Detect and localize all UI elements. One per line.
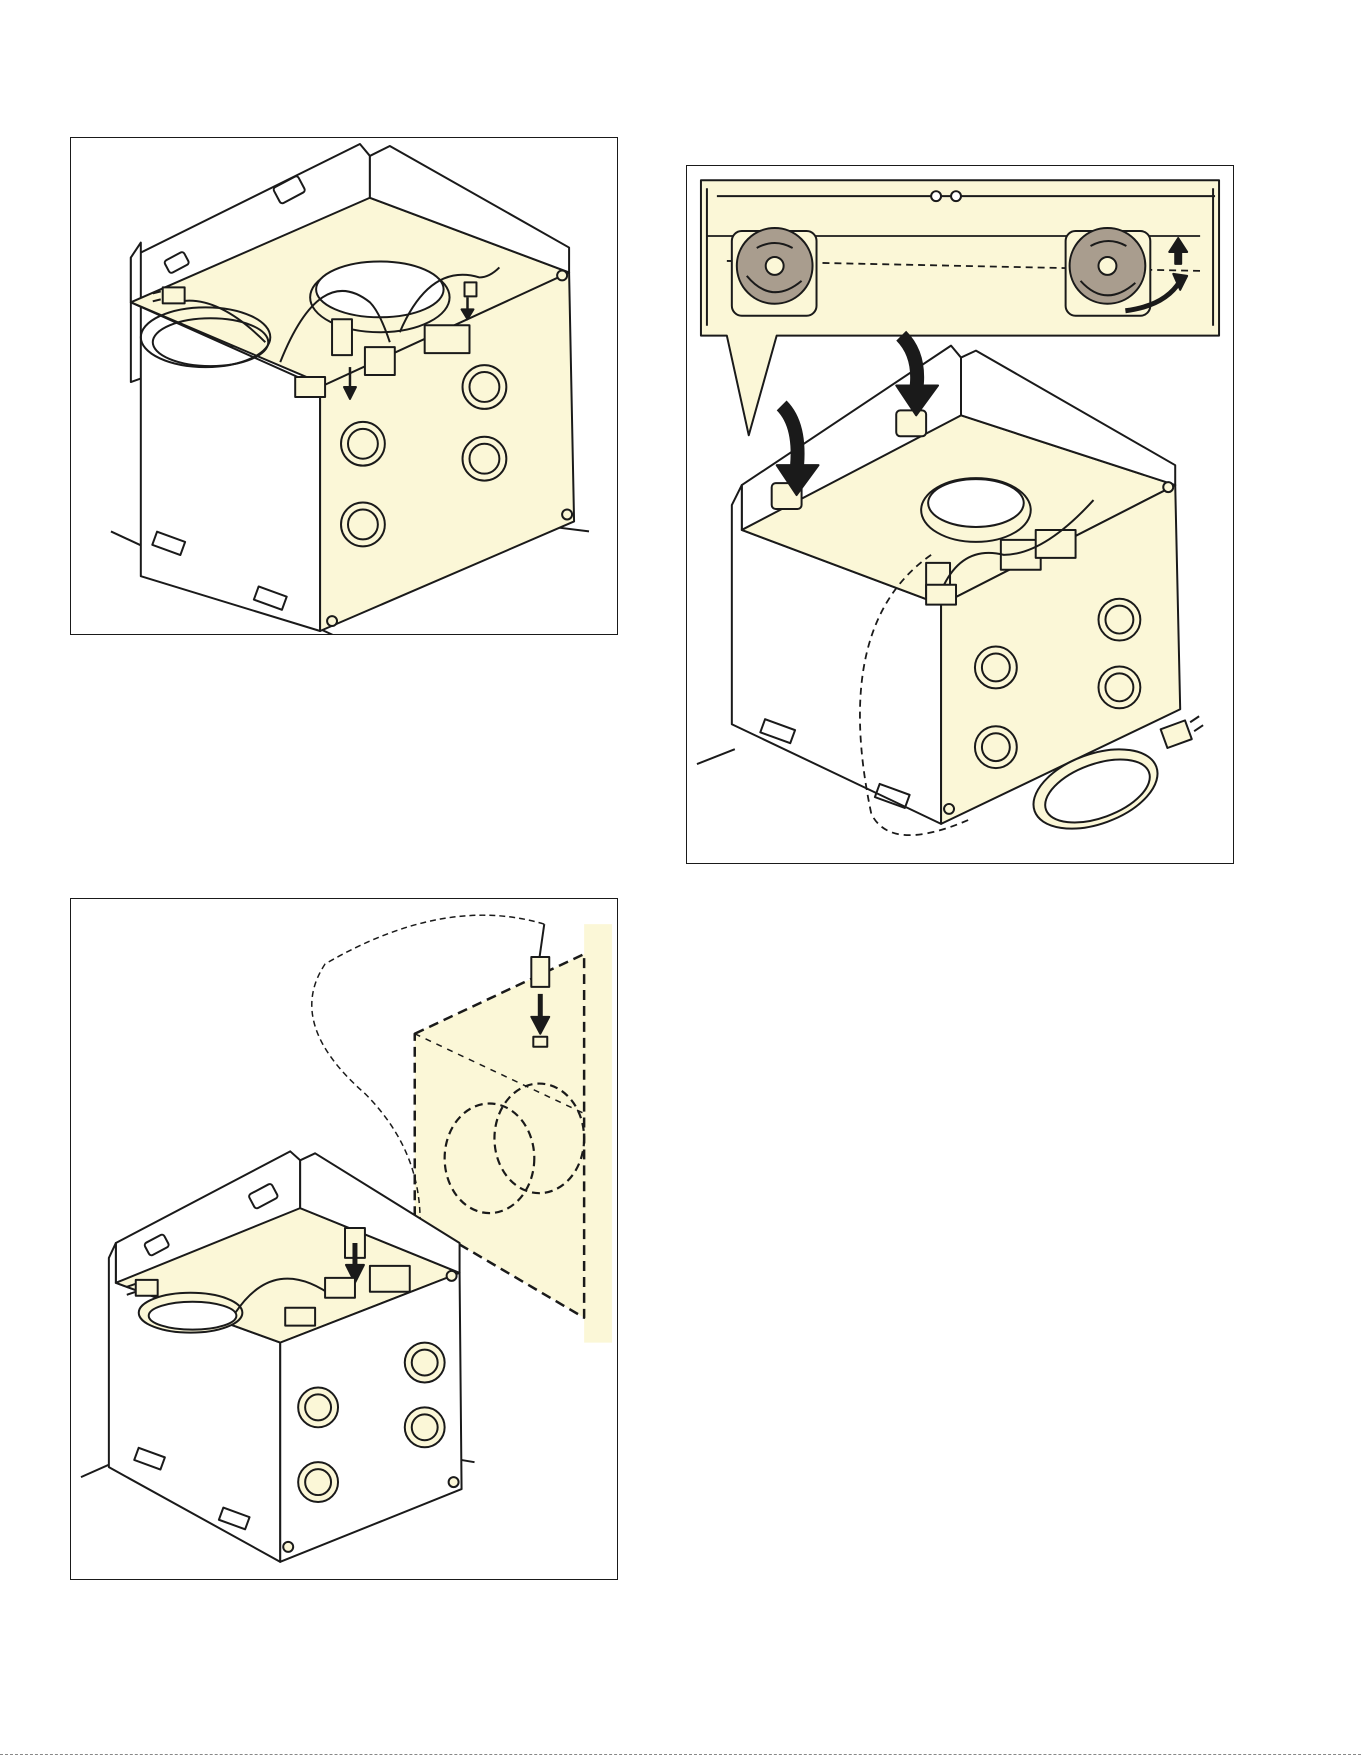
screw	[1163, 482, 1173, 492]
cable	[539, 924, 544, 959]
cabinet-knob	[896, 410, 926, 436]
screw	[931, 191, 941, 201]
cable-coil-inner	[149, 1302, 237, 1330]
screw	[557, 270, 567, 280]
cabinet-knobs-illustration	[687, 166, 1233, 863]
connector	[365, 347, 395, 375]
terminal-block	[285, 1308, 315, 1326]
screw	[327, 616, 337, 626]
cabinet-wiring-illustration	[71, 138, 617, 634]
knob-hub	[1098, 257, 1116, 275]
screw	[944, 804, 954, 814]
screw	[449, 1477, 459, 1487]
terminal-block	[425, 325, 470, 353]
connector	[926, 585, 956, 605]
knob-hub	[766, 257, 784, 275]
wall-strip	[584, 924, 612, 1342]
cabinet-plug-illustration	[71, 899, 617, 1579]
connector	[332, 319, 352, 355]
connector	[465, 282, 477, 296]
duct-ring-inner	[316, 262, 443, 318]
figure-cabinet-plug-connection	[70, 898, 618, 1580]
plug	[136, 1280, 158, 1296]
socket	[533, 1037, 547, 1047]
plug	[163, 287, 185, 303]
screw	[283, 1542, 293, 1552]
figure-cabinet-wiring	[70, 137, 618, 635]
screw	[562, 510, 572, 520]
plug-connector	[531, 957, 549, 987]
connector	[325, 1278, 355, 1298]
terminal-block	[370, 1266, 410, 1292]
floor-line	[697, 749, 735, 764]
connector	[295, 377, 325, 397]
duct-ring-inner	[928, 479, 1024, 527]
footer-rule	[0, 1754, 1361, 1755]
plug	[1161, 720, 1192, 748]
screw	[951, 191, 961, 201]
screw	[447, 1271, 457, 1281]
figure-cabinet-knobs	[686, 165, 1234, 864]
